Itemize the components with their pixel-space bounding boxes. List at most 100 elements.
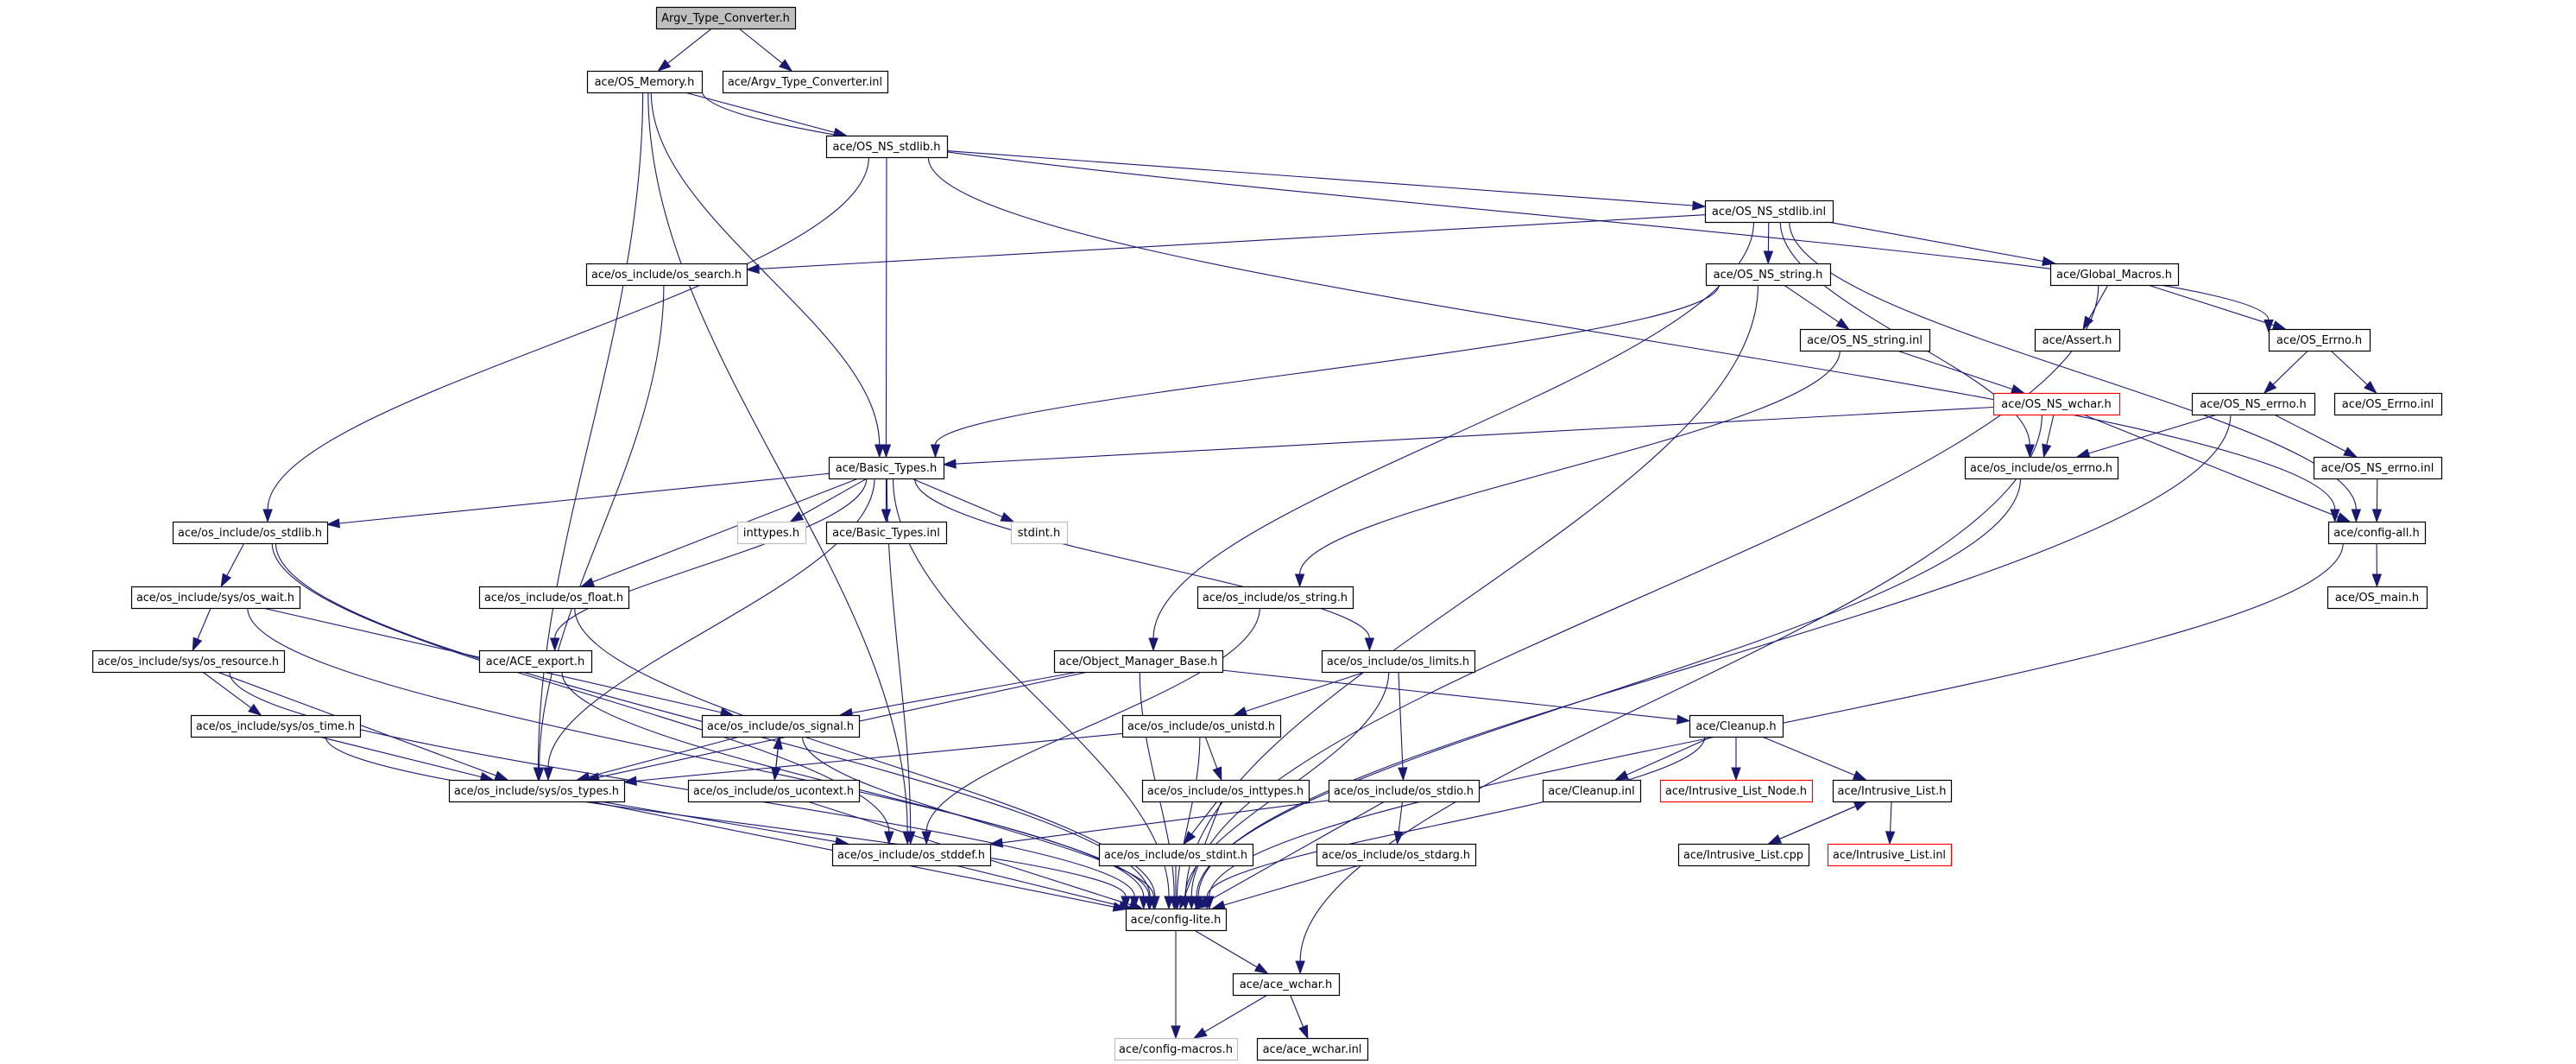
node-box [1659,779,1814,803]
arrowhead-icon [580,577,596,587]
node-box [1053,649,1224,674]
edge-os_ns_string_inl-to-os_ns_wchar [1897,350,2013,390]
node-os-errno-inl[interactable]: ace/OS_Errno.inl [2333,392,2443,416]
node-box [1125,908,1228,932]
arrowhead-icon [1233,706,1248,716]
node-label: ace/os_include/os_string.h [1203,592,1348,605]
node-global-macros[interactable]: ace/Global_Macros.h [2049,263,2180,287]
node-label: ace/Argv_Type_Converter.inl [728,76,882,89]
node-ace-wchar-h[interactable]: ace/ace_wchar.h [1232,972,1341,997]
node-os-unistd[interactable]: ace/os_include/os_unistd.h [1121,714,1282,738]
node-os-ns-stdlib-h[interactable]: ace/OS_NS_stdlib.h [825,135,949,159]
node-os-ns-stdlib-inl[interactable]: ace/OS_NS_stdlib.inl [1704,200,1834,224]
node-argv-h[interactable]: Argv_Type_Converter.h [655,6,797,30]
edge-os_resource-to-os_time [202,671,252,709]
arrowhead-icon [549,637,560,652]
node-label: ace/os_include/os_ucontext.h [693,785,854,798]
node-os-inttypes[interactable]: ace/os_include/os_inttypes.h [1141,779,1310,803]
node-os-stddef[interactable]: ace/os_include/os_stddef.h [831,843,992,867]
node-intrusive-list-h[interactable]: ace/Intrusive_List.h [1832,779,1953,803]
edges-layer [192,28,2383,1040]
node-os-signal[interactable]: ace/os_include/os_signal.h [701,714,861,738]
node-box [831,843,992,867]
node-box [736,521,807,545]
arrowhead-icon [942,459,957,469]
edge-os_ns_stdlib_inl-to-object_manager_base [1152,221,1755,639]
node-os-errno-h[interactable]: ace/OS_Errno.h [2268,328,2371,352]
node-assert-h[interactable]: ace/Assert.h [2034,328,2121,352]
arrowhead-icon [1731,767,1741,782]
node-box [2327,521,2427,545]
node-inttypes[interactable]: inttypes.h [736,521,807,545]
node-config-macros[interactable]: ace/config-macros.h [1114,1037,1239,1061]
node-os-stdint[interactable]: ace/os_include/os_stdint.h [1098,843,1254,867]
edge-os_ns_stdlib_inl-to-os_search [758,214,1706,269]
node-os-float[interactable]: ace/os_include/os_float.h [478,586,630,610]
node-os-stdarg[interactable]: ace/os_include/os_stdarg.h [1316,843,1477,867]
node-intrusive-list-node[interactable]: ace/Intrusive_List_Node.h [1659,779,1814,803]
node-label: inttypes.h [743,527,799,540]
edge-os_ns_wchar-to-config_all [2082,414,2339,518]
node-box [1098,843,1254,867]
node-os-ns-string-h[interactable]: ace/OS_NS_string.h [1705,263,1832,287]
node-label: ace/config-lite.h [1131,914,1222,927]
node-config-all[interactable]: ace/config-all.h [2327,521,2427,545]
node-inc-os-string[interactable]: ace/os_include/os_string.h [1196,586,1354,610]
arrowhead-icon [1148,637,1159,652]
node-os-ns-wchar[interactable]: ace/OS_NS_wchar.h [1992,392,2121,416]
node-cleanup-h[interactable]: ace/Cleanup.h [1689,714,1784,738]
node-os-stdio[interactable]: ace/os_include/os_stdio.h [1328,779,1481,803]
node-ace-wchar-inl[interactable]: ace/ace_wchar.inl [1256,1037,1369,1061]
arrowhead-icon [1676,714,1691,725]
node-os-time[interactable]: ace/os_include/sys/os_time.h [190,714,362,738]
node-basic-types-h[interactable]: ace/Basic_Types.h [828,456,945,480]
edge-os_ns_wchar-to-basic_types_h [955,406,1994,465]
edge-os_ns_stdlib_inl-to-global_macros [1828,221,2043,263]
node-os-search[interactable]: ace/os_include/os_search.h [585,263,748,287]
arrowhead-icon [248,703,262,716]
arrowhead-icon [576,771,591,782]
arrowhead-icon [2343,446,2358,458]
node-os-ns-errno-inl[interactable]: ace/OS_NS_errno.inl [2313,456,2443,480]
edge-os_stddef-to-config_lite [955,864,1121,907]
node-inc-os-stdlib[interactable]: ace/os_include/os_stdlib.h [172,521,329,545]
arrowhead-icon [1298,1024,1309,1040]
node-os-ns-string-inl[interactable]: ace/OS_NS_string.inl [1799,328,1931,352]
edge-os_ns_errno_h-to-config_lite [1197,414,2232,897]
node-argv-inl[interactable]: ace/Argv_Type_Converter.inl [722,70,889,94]
node-os-types[interactable]: ace/os_include/sys/os_types.h [448,779,626,803]
node-box [1705,263,1832,287]
node-inc-os-errno[interactable]: ace/os_include/os_errno.h [1964,456,2119,480]
node-cleanup-inl[interactable]: ace/Cleanup.inl [1542,779,1642,803]
node-label: ace/Intrusive_List.cpp [1683,849,1803,862]
arrowhead-icon [1171,1025,1181,1040]
node-config-lite[interactable]: ace/config-lite.h [1125,908,1228,932]
node-os-ns-errno-h[interactable]: ace/OS_NS_errno.h [2191,392,2316,416]
node-box [2049,263,2180,287]
node-object-manager-base[interactable]: ace/Object_Manager_Base.h [1053,649,1224,674]
node-intrusive-list-cpp[interactable]: ace/Intrusive_List.cpp [1677,843,1810,867]
node-ace-export[interactable]: ace/ACE_export.h [478,649,593,674]
node-basic-types-inl[interactable]: ace/Basic_Types.inl [825,521,948,545]
node-label: Argv_Type_Converter.h [661,12,790,25]
node-os-memory[interactable]: ace/OS_Memory.h [586,70,704,94]
node-box [1542,779,1642,803]
node-box [655,6,797,30]
node-label: ace/OS_NS_stdlib.h [833,141,941,154]
node-os-ucontext[interactable]: ace/os_include/os_ucontext.h [687,779,861,803]
node-os-wait[interactable]: ace/os_include/sys/os_wait.h [130,586,301,610]
node-os-main[interactable]: ace/OS_main.h [2327,586,2428,610]
node-os-resource[interactable]: ace/os_include/sys/os_resource.h [92,649,286,674]
arrowhead-icon [1000,512,1015,522]
node-box [825,135,949,159]
node-os-limits[interactable]: ace/os_include/os_limits.h [1321,649,1476,674]
arrowhead-icon [2010,383,2025,394]
edge-os_limits-to-os_unistd [1245,671,1366,712]
arrowhead-icon [921,831,931,846]
edge-os_unistd-to-config_lite [1177,736,1201,897]
node-box [585,263,748,287]
arrowhead-icon [2271,320,2287,331]
node-stdint[interactable]: stdint.h [1010,521,1069,545]
node-intrusive-list-inl[interactable]: ace/Intrusive_List.inl [1827,843,1953,867]
